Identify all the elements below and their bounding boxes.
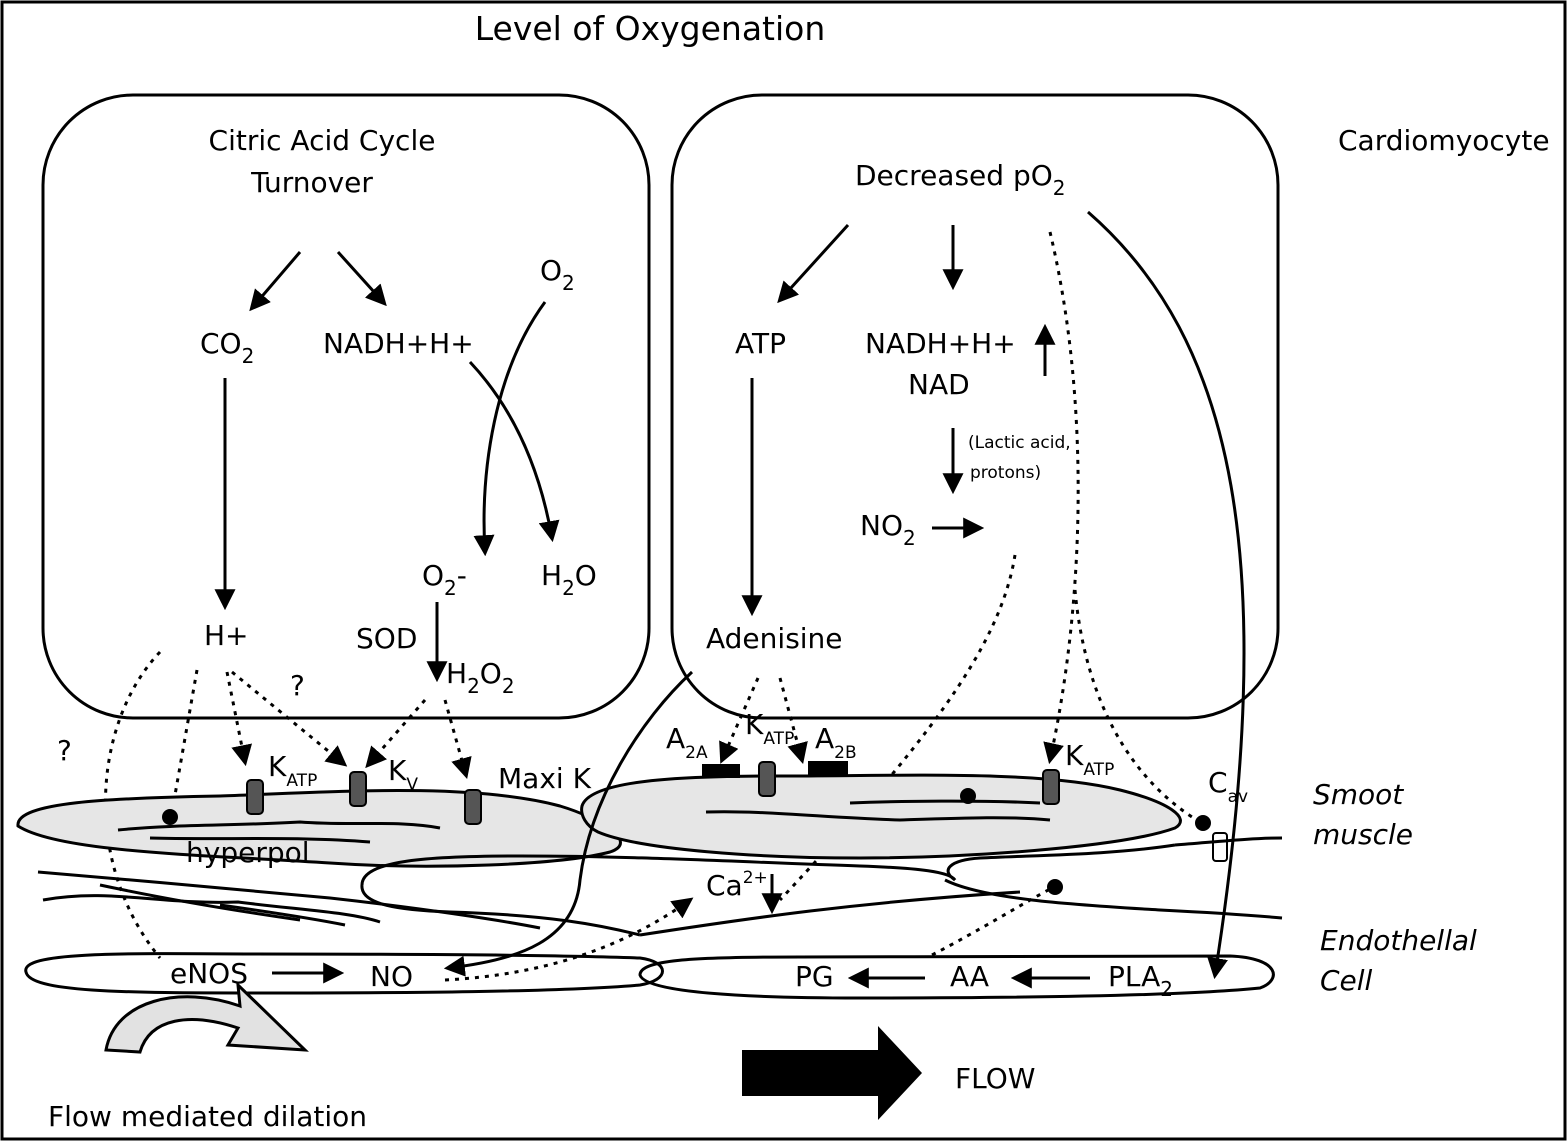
aa-label: AA: [950, 960, 989, 993]
flow-label: FLOW: [955, 1062, 1035, 1095]
calcium-label: Ca2+: [706, 868, 768, 902]
arrow-to-atp: [777, 223, 850, 304]
arrow-po2-to-pla2: [1087, 210, 1246, 980]
arrow-to-co2: [249, 251, 302, 312]
marker-dot-endothelium: [1047, 879, 1063, 895]
dash-h2o2-to-maxik: [443, 699, 472, 780]
fiber-left-2: [149, 836, 371, 844]
kv-label: KV: [388, 754, 418, 795]
question-mark-1: ?: [290, 669, 305, 702]
fiber-right-1: [849, 799, 1041, 805]
cardiomyocyte-label: Cardiomyocyte: [1338, 124, 1550, 157]
nadh-right-label: NADH+H+: [865, 327, 1016, 360]
marker-dot-cav: [1195, 815, 1211, 831]
atp-label: ATP: [735, 327, 786, 360]
smooth-muscle-cell-right: [580, 773, 1182, 860]
dash-hplus-to-enos: [104, 650, 162, 959]
a2b-receptor: [808, 761, 848, 775]
adenosine-label: Adenisine: [706, 622, 843, 655]
maxik-channel: [464, 789, 482, 825]
superoxide-label: O2-: [422, 559, 467, 600]
arrow-to-nadh: [336, 250, 387, 307]
arrow-adenosine-to-no: [443, 670, 694, 977]
no2-label: NO2: [860, 509, 916, 550]
sod-label: SOD: [356, 622, 417, 655]
cav-label: Cav: [1208, 766, 1248, 807]
fiber-right-2: [705, 810, 1051, 822]
katp-channel-middle: [758, 761, 776, 797]
dash-hplus-to-muscle: [170, 669, 199, 813]
dash-po2-to-katp: [1043, 231, 1080, 765]
flow-arrow-icon: [742, 1026, 922, 1120]
no-label: NO: [370, 960, 413, 993]
question-mark-2: ?: [57, 734, 72, 767]
citric-acid-box: [41, 93, 651, 720]
endothelium-upper-edge: [360, 854, 957, 886]
smooth-muscle-label-1: Smoot: [1313, 778, 1404, 811]
flow-mediated-dilation-label: Flow mediated dilation: [48, 1100, 367, 1133]
citric-acid-heading-1: Citric Acid Cycle: [209, 124, 436, 157]
endothelium-right-top: [1174, 836, 1283, 847]
layer-line-3: [99, 883, 301, 922]
hplus-label: H+: [204, 619, 249, 652]
co2-label: CO2: [200, 327, 254, 368]
dash-no2-to-endothelium: [778, 554, 1017, 902]
maxik-label: Maxi K: [498, 762, 592, 795]
dash-adenosine-to-a2b: [778, 677, 808, 765]
layer-line-1: [37, 870, 541, 930]
endothelial-label-1: Endothellal: [1320, 924, 1477, 957]
endothelium-lower-left: [360, 884, 641, 937]
pla2-label: PLA2: [1108, 960, 1173, 1001]
enos-label: eNOS: [170, 957, 248, 990]
o2-label: O2: [540, 254, 575, 295]
layer-line-4: [219, 903, 346, 927]
smooth-muscle-label-2: muscle: [1313, 818, 1413, 851]
citric-acid-heading-2: Turnover: [250, 166, 373, 199]
endothelial-label-2: Cell: [1320, 964, 1373, 997]
marker-dot-right: [960, 788, 976, 804]
fiber-left-1: [117, 820, 441, 832]
marker-dot-left: [162, 809, 178, 825]
endothelial-cell-right: [638, 954, 1275, 1000]
flow-mediated-dilation-icon: [104, 981, 309, 1054]
pg-label: PG: [795, 960, 834, 993]
katp-label-left: KATP: [268, 750, 317, 791]
kv-channel: [349, 771, 367, 807]
layer-line-2: [42, 894, 381, 924]
endothelium-right-lower: [944, 878, 1283, 920]
h2o-label: H2O: [541, 559, 597, 600]
nadh-label: NADH+H+: [323, 327, 474, 360]
katp-channel-right: [1042, 769, 1060, 805]
a2a-label: A2A: [666, 722, 708, 763]
endothelium-right-mid: [946, 843, 1176, 882]
arrow-o2-to-superoxide: [473, 301, 547, 557]
arrow-nadh-to-h2o: [468, 360, 560, 543]
lactic-acid-line1: (Lactic acid,: [968, 433, 1071, 453]
dash-hplus-to-kv: [231, 670, 348, 767]
endothelium-lower-mid: [639, 890, 1021, 937]
cav-channel: [1212, 832, 1228, 862]
hyperpol-label: hyperpol: [186, 836, 310, 869]
lactic-acid-line2: protons): [970, 463, 1041, 483]
katp-label-middle: KATP: [745, 708, 794, 749]
nad-label: NAD: [908, 368, 970, 401]
endothelial-cell-left: [24, 952, 664, 995]
diagram-title: Level of Oxygenation: [475, 9, 826, 48]
a2a-receptor: [702, 764, 740, 778]
a2b-label: A2B: [815, 722, 857, 763]
dash-to-cav: [1073, 589, 1201, 824]
hypoxia-box: [670, 93, 1280, 720]
katp-label-right: KATP: [1065, 739, 1114, 780]
dash-h2o2-to-kv: [365, 699, 427, 769]
h2o2-label: H2O2: [446, 657, 515, 698]
decreased-po2-label: Decreased pO2: [855, 159, 1066, 200]
katp-channel-left: [246, 779, 264, 815]
